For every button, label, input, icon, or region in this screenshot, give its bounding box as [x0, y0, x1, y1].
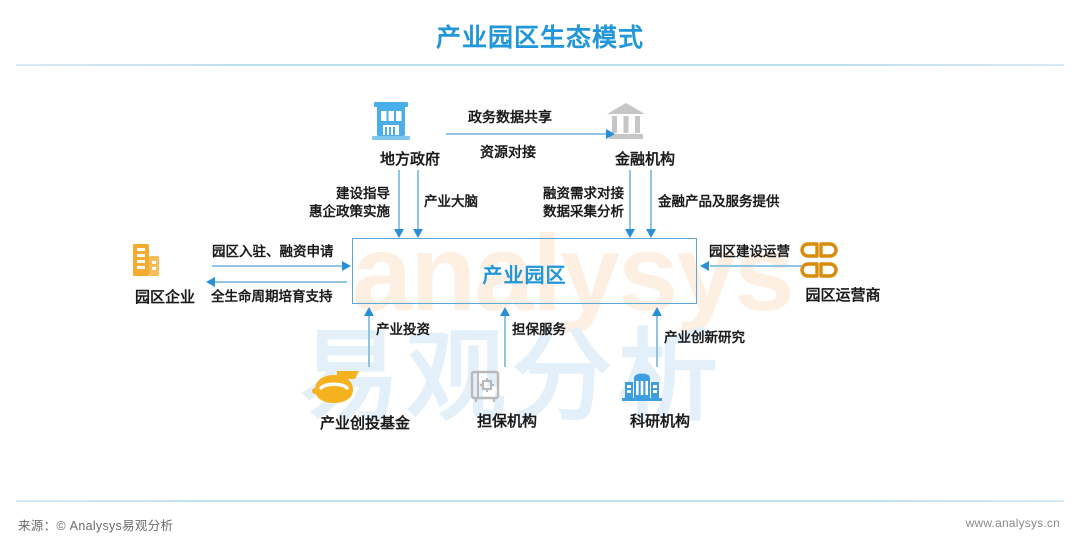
four-petal-icon: [798, 240, 888, 280]
edge-arrowhead-hub-to-enterprise: [206, 277, 215, 287]
edge-arrowhead-gov-to-finance: [606, 129, 615, 139]
edge-label-construction-guidance: 建设指导 惠企政策实施: [308, 185, 390, 221]
edge-arrowhead-enterprise-to-hub: [342, 261, 351, 271]
edge-arrowhead-finance-to-hub: [646, 229, 656, 238]
edge-line-fund-to-hub: [368, 315, 370, 367]
node-local-government[interactable]: 地方政府: [370, 100, 450, 169]
website-link[interactable]: www.analysys.cn: [965, 516, 1060, 530]
node-label-local-government: 地方政府: [379, 151, 440, 168]
edge-label-industrial-investment: 产业投资: [376, 322, 430, 337]
edge-arrowhead-gov-to-hub: [394, 229, 404, 238]
source-text: 来源：© Analysys易观分析: [18, 519, 174, 533]
node-label-park-enterprise: 园区企业: [134, 289, 195, 306]
edge-arrowhead-operator-to-hub: [700, 261, 709, 271]
node-venture-fund[interactable]: 产业创投基金: [307, 368, 423, 433]
footer-divider: [16, 500, 1064, 502]
piggy-bank-icon: [307, 368, 423, 408]
edge-label-financing-demand-docking: 融资需求对接 数据采集分析: [530, 185, 624, 221]
edge-label-construction-guidance-line2: 惠企政策实施: [309, 204, 390, 219]
edge-label-guarantee-service: 担保服务: [512, 322, 566, 337]
edge-label-industry-brain: 产业大脑: [424, 194, 478, 209]
edge-arrowhead-fund-to-hub: [364, 307, 374, 316]
edge-line-enterprise-to-hub: [212, 265, 344, 267]
edge-label-financial-products-services: 金融产品及服务提供: [658, 194, 780, 209]
node-label-venture-fund: 产业创投基金: [319, 415, 410, 432]
edge-label-resource-docking: 资源对接: [480, 144, 536, 160]
edge-line-finance-to-hub: [650, 170, 652, 232]
edge-label-construction-guidance-line1: 建设指导: [336, 186, 390, 201]
government-building-icon: [370, 100, 450, 144]
hub-label: 产业园区: [482, 265, 567, 287]
edge-line-operator-to-hub: [710, 265, 802, 267]
node-research-institute[interactable]: 科研机构: [616, 366, 704, 431]
edge-label-park-entry-financing-application: 园区入驻、融资申请: [212, 244, 334, 259]
edge-label-park-construction-operation: 园区建设运营: [709, 244, 790, 259]
edge-arrowhead-guarantee-to-hub: [500, 307, 510, 316]
edge-label-government-data-sharing: 政务数据共享: [468, 109, 552, 125]
edge-line-gov-to-hub: [398, 170, 400, 232]
edge-line-hub-to-enterprise: [215, 281, 347, 283]
node-park-operator[interactable]: 园区运营商: [798, 240, 888, 305]
node-label-guarantee-agency: 担保机构: [476, 413, 537, 430]
edge-label-financing-demand-line2: 数据采集分析: [543, 204, 624, 219]
hub-box-industrial-park[interactable]: [352, 238, 697, 304]
safe-vault-icon: [466, 368, 548, 406]
node-financial-institution[interactable]: 金融机构: [605, 100, 685, 169]
edge-arrowhead-hub-to-finance: [625, 229, 635, 238]
bank-icon: [605, 100, 685, 144]
node-label-financial-institution: 金融机构: [614, 151, 675, 168]
header-divider: [16, 64, 1064, 66]
edge-arrowhead-industry-brain: [413, 229, 423, 238]
node-label-research-institute: 科研机构: [629, 413, 690, 430]
edge-label-full-lifecycle-support: 全生命周期培育支持: [211, 289, 333, 304]
office-buildings-icon: [125, 240, 205, 282]
edge-line-research-to-hub: [656, 315, 658, 367]
node-park-enterprise[interactable]: 园区企业: [125, 240, 205, 307]
edge-line-gov-to-finance: [446, 133, 608, 135]
research-building-icon: [616, 366, 704, 406]
node-guarantee-agency[interactable]: 担保机构: [466, 368, 548, 431]
edge-label-industrial-innovation-research: 产业创新研究: [664, 330, 745, 345]
edge-line-hub-to-finance: [629, 170, 631, 232]
edge-label-financing-demand-line1: 融资需求对接: [543, 186, 624, 201]
edge-arrowhead-research-to-hub: [652, 307, 662, 316]
page-title: 产业园区生态模式: [435, 24, 644, 52]
edge-line-guarantee-to-hub: [504, 315, 506, 367]
node-label-park-operator: 园区运营商: [805, 287, 881, 304]
edge-line-hub-industry-brain: [417, 170, 419, 232]
